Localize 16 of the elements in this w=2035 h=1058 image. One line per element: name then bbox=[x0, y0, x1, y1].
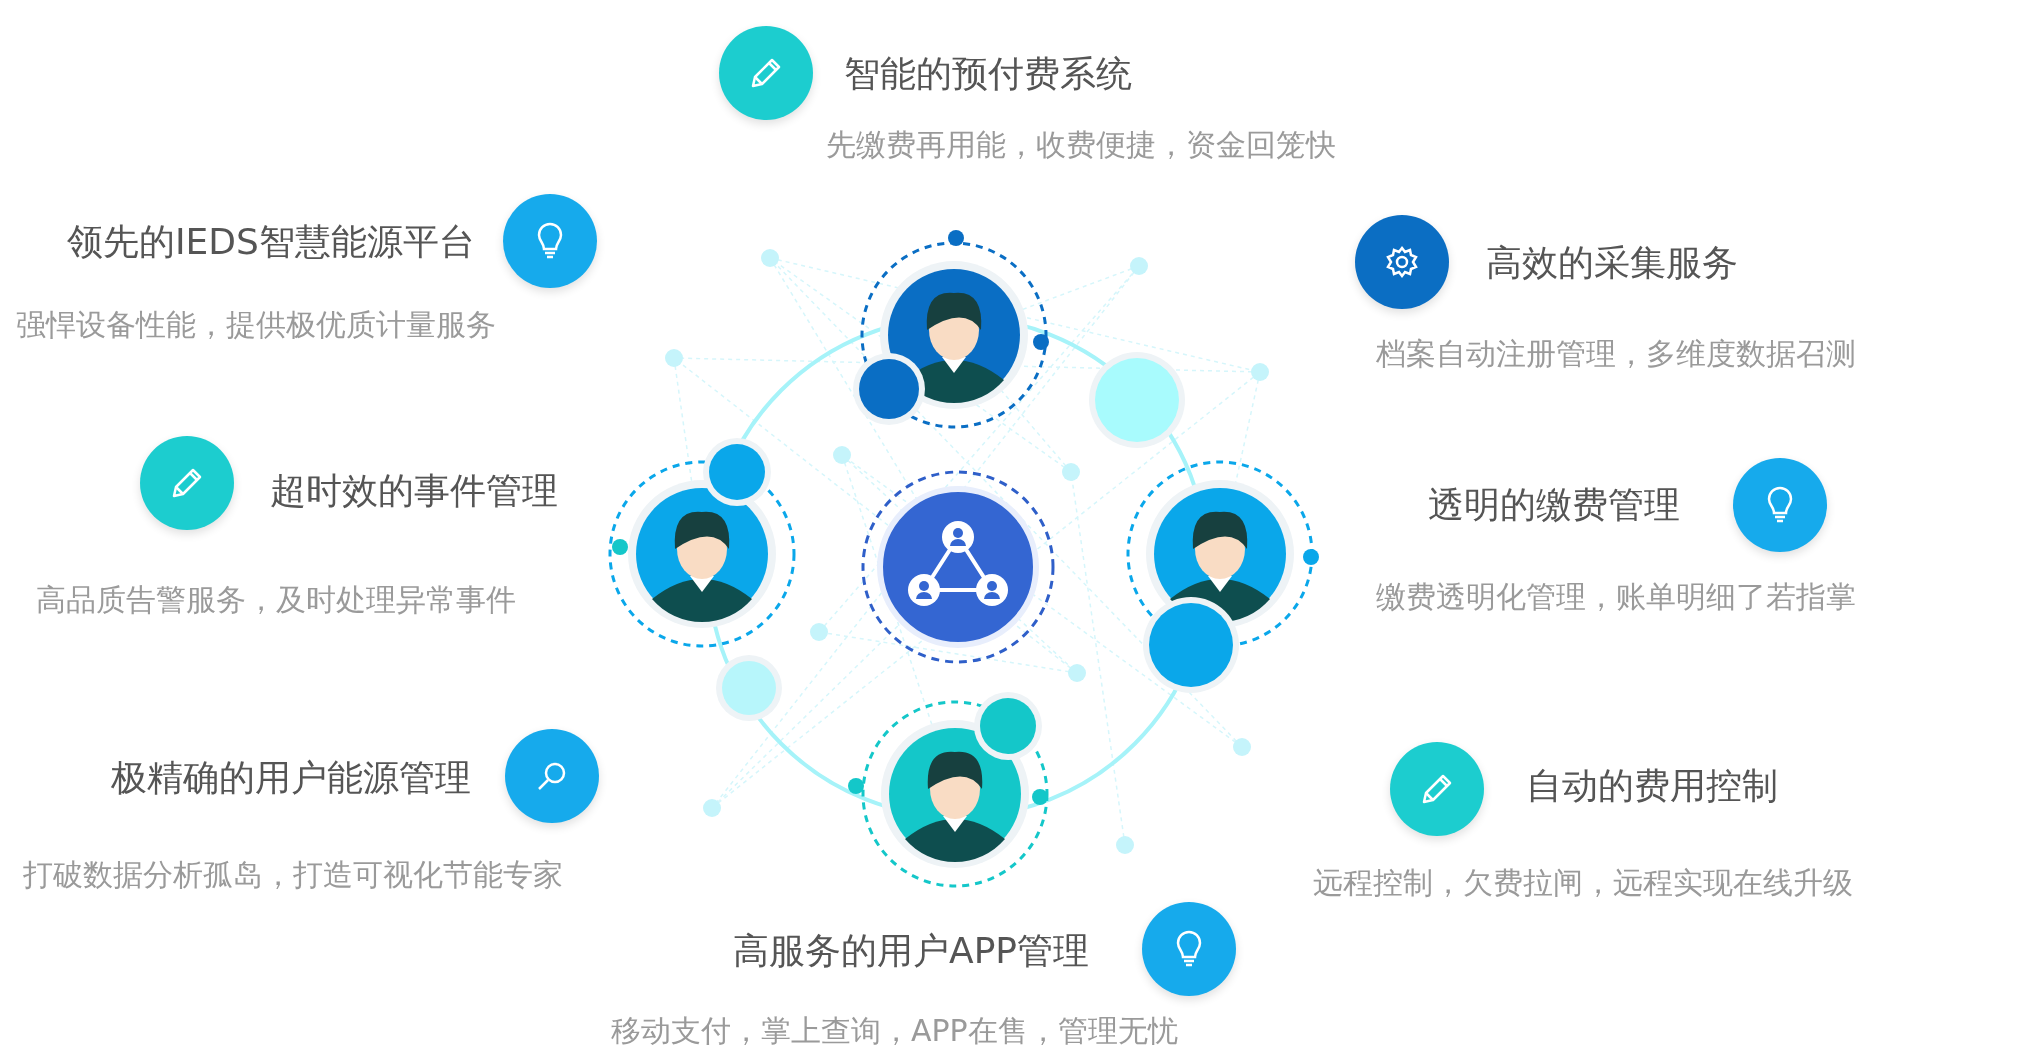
feature-description: 移动支付，掌上查询，APP在售，管理无忧 bbox=[611, 1013, 1178, 1049]
feature-title: 领先的IEDS智慧能源平台 bbox=[67, 219, 475, 263]
feature-description: 强悍设备性能，提供极优质计量服务 bbox=[16, 307, 496, 343]
feature-title: 高效的采集服务 bbox=[1486, 240, 1738, 284]
feature-description: 远程控制，欠费拉闸，远程实现在线升级 bbox=[1313, 865, 1853, 901]
feature-description: 打破数据分析孤岛，打造可视化节能专家 bbox=[23, 857, 563, 893]
feature-description: 缴费透明化管理，账单明细了若指掌 bbox=[1376, 579, 1856, 615]
feature-description: 先缴费再用能，收费便捷，资金回笼快 bbox=[826, 127, 1336, 163]
feature-title: 透明的缴费管理 bbox=[1428, 482, 1680, 526]
feature-title: 智能的预付费系统 bbox=[844, 51, 1132, 95]
feature-title: 极精确的用户能源管理 bbox=[111, 755, 471, 799]
feature-title: 自动的费用控制 bbox=[1526, 763, 1778, 807]
feature-title: 超时效的事件管理 bbox=[270, 468, 558, 512]
feature-description: 档案自动注册管理，多维度数据召测 bbox=[1376, 336, 1856, 372]
feature-description: 高品质告警服务，及时处理异常事件 bbox=[36, 582, 516, 618]
feature-title: 高服务的用户APP管理 bbox=[733, 928, 1090, 972]
